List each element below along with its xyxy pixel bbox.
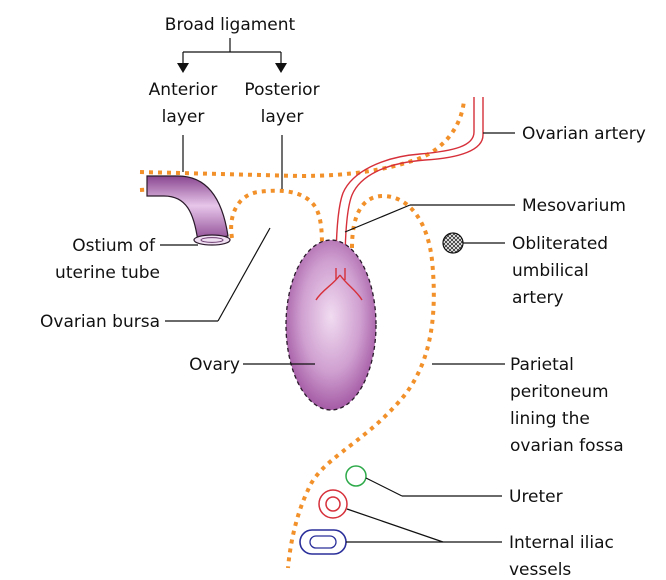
internal-iliac-label-line1: Internal iliac: [509, 533, 614, 553]
ureter-label: Ureter: [509, 487, 563, 507]
obliterated-label-line2: umbilical: [512, 261, 589, 281]
uterine-tube: [147, 176, 228, 242]
mesovarium-label: Mesovarium: [522, 196, 626, 216]
broad-ligament-arrows: [177, 38, 287, 73]
ostium-label-line1: Ostium of: [72, 236, 156, 256]
ureter: [346, 466, 366, 486]
internal-iliac-artery: [319, 490, 347, 518]
parietal-label-line2: peritoneum: [510, 382, 609, 402]
internal-iliac-label-line2: vessels: [509, 560, 571, 580]
parietal-label-line1: Parietal: [510, 355, 574, 375]
anterior-layer-label-line2: layer: [162, 107, 205, 127]
parietal-label-line3: lining the: [510, 409, 590, 429]
broad-ligament-label: Broad ligament: [165, 15, 296, 35]
ostium-label-line2: uterine tube: [55, 263, 160, 283]
obliterated-label-line1: Obliterated: [512, 234, 608, 254]
internal-iliac-vein: [300, 530, 346, 554]
posterior-layer-label-line2: layer: [261, 107, 304, 127]
peritoneum-posterior-layer-bursa: [231, 191, 322, 250]
obliterated-umbilical-artery: [443, 233, 463, 253]
obliterated-label-line3: artery: [512, 288, 564, 308]
ostium-of-uterine-tube: [194, 235, 230, 245]
ovary-label: Ovary: [189, 355, 240, 375]
parietal-label-line4: ovarian fossa: [510, 436, 624, 456]
ovarian-artery-label: Ovarian artery: [522, 124, 646, 144]
ovarian-bursa-label: Ovarian bursa: [40, 312, 160, 332]
ovary: [286, 240, 376, 410]
posterior-layer-label-line1: Posterior: [244, 80, 319, 100]
anterior-layer-label-line1: Anterior: [149, 80, 218, 100]
